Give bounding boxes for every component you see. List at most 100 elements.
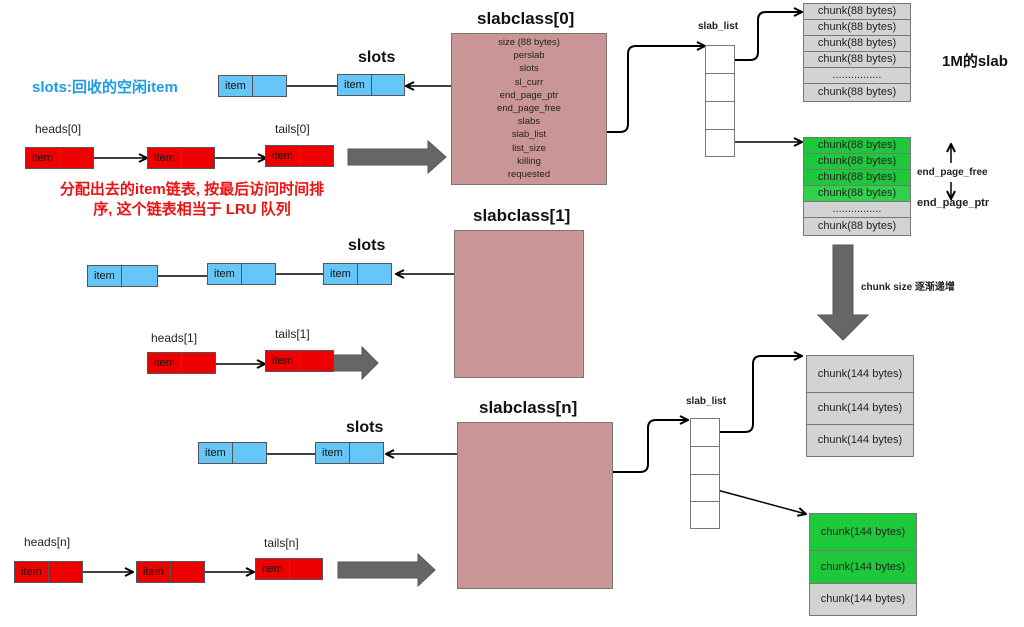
chunk: chunk(88 bytes) — [804, 84, 910, 101]
heads-label-1: heads[1] — [151, 331, 198, 345]
slabclass-n-title: slabclass[n] — [479, 398, 578, 417]
lru-item[interactable]: item — [265, 145, 334, 167]
lru-to-slabclass-arrow-n — [337, 552, 436, 588]
lru-note-line2: 序, 这个链表相当于 LRU 队列 — [93, 201, 291, 218]
slots-note: slots:回收的空闲item — [32, 79, 178, 96]
slab-list-to-chunks-na — [706, 356, 802, 433]
slab-list-label-n: slab_list — [686, 396, 727, 407]
heads-label-n: heads[n] — [24, 535, 71, 549]
slot-item[interactable]: item — [337, 74, 405, 96]
lru-to-slabclass-arrow-0 — [347, 139, 447, 175]
chunk: chunk(88 bytes) — [804, 4, 910, 20]
lru-note-line1: 分配出去的item链表, 按最后访问时间排 — [59, 181, 325, 198]
slab-list-0[interactable] — [705, 45, 735, 157]
chunk-size-increase-label: chunk size 逐渐递增 — [861, 282, 955, 293]
item-label: item — [338, 75, 372, 95]
chunk: chunk(88 bytes) — [804, 20, 910, 36]
item-label: item — [88, 266, 122, 286]
item-label: item — [266, 146, 300, 166]
chunk: chunk(144 bytes) — [807, 393, 913, 425]
slab-list-pointer-n — [613, 420, 688, 473]
slots-title-0: slots — [358, 49, 396, 66]
slot-item[interactable]: item — [207, 263, 276, 285]
slots-title-n: slots — [346, 419, 384, 436]
slabclass-1-title: slabclass[1] — [473, 206, 571, 225]
lru-item[interactable]: item — [265, 350, 334, 372]
slabclass-field: end_page_free — [497, 103, 561, 115]
slabclass-field: perslab — [513, 50, 545, 62]
chunk: chunk(144 bytes) — [807, 425, 913, 456]
slab-list-label-0: slab_list — [698, 21, 739, 32]
slab-n-chunks-a: chunk(144 bytes)chunk(144 bytes)chunk(14… — [806, 355, 914, 457]
item-label: item — [26, 148, 60, 168]
chunk: chunk(88 bytes) — [804, 154, 910, 170]
slot-item[interactable]: item — [198, 442, 267, 464]
slabclass-field: slabs — [517, 116, 541, 128]
slab-list-cell[interactable] — [691, 447, 719, 475]
slab-list-cell[interactable] — [691, 419, 719, 447]
chunk-ellipsis: ................ — [804, 68, 910, 84]
chunk: chunk(88 bytes) — [804, 138, 910, 154]
slab-1m-label: 1M的slab — [942, 53, 1008, 70]
slab-list-cell[interactable] — [706, 130, 734, 156]
slab-list-cell[interactable] — [706, 46, 734, 74]
lru-item[interactable]: item — [136, 561, 205, 583]
slab-list-n[interactable] — [690, 418, 720, 529]
chunk: chunk(144 bytes) — [810, 551, 916, 584]
lru-item[interactable]: item — [14, 561, 83, 583]
item-label: item — [148, 353, 182, 373]
lru-note: 分配出去的item链表, 按最后访问时间排 序, 这个链表相当于 LRU 队列 — [22, 180, 362, 220]
lru-item[interactable]: item — [255, 558, 323, 580]
slabclass-field: size (88 bytes) — [498, 37, 560, 48]
chunk: chunk(88 bytes) — [804, 218, 910, 235]
slab-list-pointer-0 — [551, 46, 705, 133]
chunk-size-increase-arrow — [816, 244, 870, 341]
item-label: item — [256, 559, 290, 579]
end-page-ptr-label: end_page_ptr — [917, 197, 990, 209]
slot-item[interactable]: item — [323, 263, 392, 285]
lru-item[interactable]: item — [25, 147, 94, 169]
chunk-ellipsis: ................ — [804, 202, 910, 218]
item-label: item — [266, 351, 300, 371]
item-label: item — [219, 76, 253, 96]
item-label: item — [137, 562, 171, 582]
chunk: chunk(88 bytes) — [804, 170, 910, 186]
slab-list-to-chunks-nb — [705, 486, 806, 514]
slab-list-to-chunks-0a — [720, 12, 802, 61]
tails-label-n: tails[n] — [264, 536, 299, 550]
slabclass-field: requested — [507, 169, 551, 181]
slab-list-cell[interactable] — [706, 74, 734, 102]
end-page-free-label: end_page_free — [917, 167, 988, 178]
item-label: item — [324, 264, 358, 284]
slabclass-0-title: slabclass[0] — [477, 9, 575, 28]
item-label: item — [15, 562, 49, 582]
chunk: chunk(88 bytes) — [804, 52, 910, 68]
slab-list-cell[interactable] — [706, 102, 734, 130]
slab-n-chunks-b: chunk(144 bytes)chunk(144 bytes)chunk(14… — [809, 513, 917, 616]
slot-item[interactable]: item — [218, 75, 287, 97]
slab-list-cell[interactable] — [691, 475, 719, 502]
slab-list-cell[interactable] — [691, 502, 719, 528]
slab-0-chunks-b: chunk(88 bytes)chunk(88 bytes)chunk(88 b… — [803, 137, 911, 236]
chunk: chunk(144 bytes) — [807, 356, 913, 393]
chunk: chunk(88 bytes) — [804, 186, 910, 202]
slots-title-1: slots — [348, 237, 386, 254]
lru-item[interactable]: item — [147, 147, 215, 169]
slabclass-field: sl_curr — [514, 76, 544, 88]
slot-item[interactable]: item — [87, 265, 158, 287]
slabclass-field: slab_list — [511, 129, 547, 141]
chunk: chunk(144 bytes) — [810, 514, 916, 551]
slot-item[interactable]: item — [315, 442, 384, 464]
slabclass-field: killing — [517, 155, 541, 167]
item-label: item — [148, 148, 182, 168]
slabclass-field: slots — [519, 63, 539, 75]
item-label: item — [316, 443, 350, 463]
slabclass-n-box[interactable] — [457, 422, 613, 589]
chunk: chunk(144 bytes) — [810, 584, 916, 615]
slabclass-1-box[interactable] — [454, 230, 584, 378]
tails-label-0: tails[0] — [275, 122, 310, 136]
lru-item[interactable]: item — [147, 352, 216, 374]
